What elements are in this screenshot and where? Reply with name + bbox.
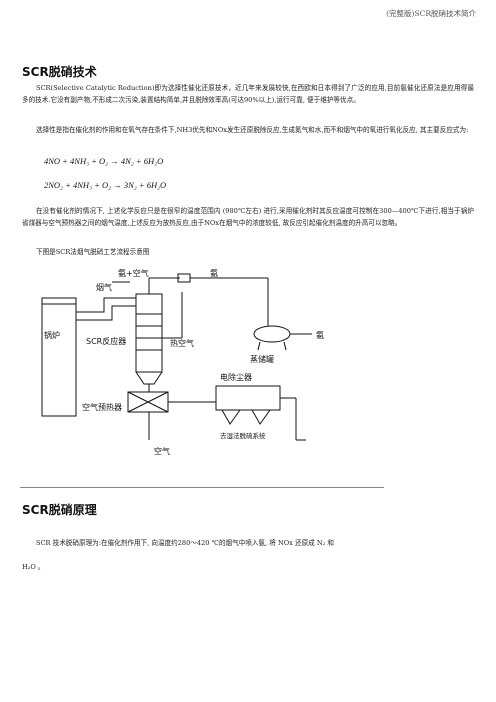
reaction-formula-1: 4NO + 4NH₃ + O₂ → 4N₂ + 6H₂O — [44, 156, 164, 166]
intro-paragraph: SCR(Selective Catalytic Reduction)即为选择性催… — [22, 84, 474, 105]
label-flue-gas: 烟气 — [96, 282, 112, 292]
section-title-scr-principle: SCR脱硝原理 — [22, 503, 97, 517]
label-evaporator: 蒸储罐 — [250, 354, 274, 364]
section-divider — [20, 487, 384, 488]
label-precipitator: 电除尘器 — [220, 372, 252, 382]
label-scr-reactor: SCR反应器 — [86, 336, 126, 346]
label-air-preheater: 空气预热器 — [82, 402, 122, 412]
running-header: (完整版)SCR脱硝技术简介 — [386, 9, 476, 18]
precipitator-shape — [215, 385, 281, 411]
evaporator-tank — [253, 325, 291, 343]
label-hot-air: 热空气 — [170, 338, 194, 348]
diagram-caption: 下图是SCR法烟气脱硝工艺流程示意图 — [36, 248, 150, 256]
reaction-formula-2: 2NO₂ + 4NH₃ + O₂ → 3N₂ + 6H₂O — [44, 180, 167, 190]
principle-paragraph: SCR 技术脱硝原理为:在催化剂作用下, 向温度约280～420 ℃的烟气中喷入… — [36, 539, 334, 547]
temperature-paragraph: 在没有催化剂的情况下, 上述化学反应只是在很窄的温度范围内 (980℃左右) 进… — [22, 207, 474, 228]
boiler-shape — [41, 303, 77, 417]
scr-reactor-shape — [135, 293, 163, 373]
scr-process-diagram: 氨+空气 氨 烟气 锅炉 SCR反应器 热空气 氨 蒸储罐 电除尘器 空气预热器… — [41, 268, 324, 456]
label-air: 空气 — [154, 446, 170, 456]
label-ammonia-pipe: 氨 — [210, 268, 218, 278]
principle-paragraph-end: H₂O 。 — [22, 563, 45, 571]
label-ammonia-air: 氨+空气 — [118, 268, 149, 278]
label-desulfurization: 去湿法脱硫系统 — [220, 431, 266, 440]
mechanism-paragraph: 选择性是指在催化剂的作用和在氧气存在条件下,NH3优先和NOx发生还原脱除反应,… — [36, 126, 469, 134]
label-ammonia-side: 氨 — [316, 330, 324, 340]
section-title-scr-technology: SCR脱硝技术 — [22, 65, 97, 79]
label-boiler: 锅炉 — [44, 330, 60, 340]
